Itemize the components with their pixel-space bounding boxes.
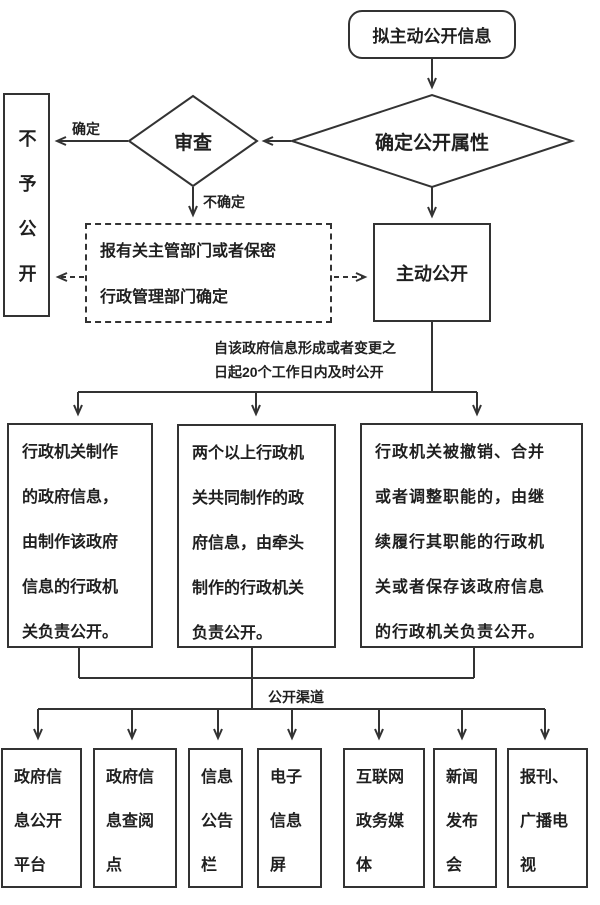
responsibility-node-1: 行政机关制作 的政府信息， 由制作该政府 信息的行政机 关负责公开。 — [7, 423, 153, 648]
start-node: 拟主动公开信息 — [348, 10, 516, 59]
deadline-note-label: 自该政府信息形成或者变更之 日起20个工作日内及时公开 — [214, 340, 396, 380]
channel-node-6: 新闻 发布 会 — [433, 748, 497, 888]
channel-node-5: 互联网 政务媒 体 — [343, 748, 425, 888]
report-confidential-node: 报有关主管部门或者保密 行政管理部门确定 — [85, 223, 332, 323]
channel-node-7: 报刊、 广播电 视 — [507, 748, 588, 888]
uncertain-edge-label: 不确定 — [203, 194, 245, 210]
active-disclosure-node: 主动公开 — [373, 223, 491, 322]
certain-edge-label: 确定 — [72, 121, 100, 137]
responsibility-node-3: 行政机关被撤销、合并 或者调整职能的，由继 续履行其职能的行政机 关或者保存该政… — [360, 423, 583, 648]
decide-attribute-label: 确定公开属性 — [374, 132, 489, 154]
review-diamond — [127, 94, 259, 188]
channel-node-2: 政府信 息查阅 点 — [93, 748, 177, 888]
channel-node-1: 政府信 息公开 平台 — [1, 748, 82, 888]
decide-attribute-diamond — [288, 93, 576, 189]
not-disclose-label: 不予公开 — [16, 128, 37, 309]
not-disclose-node: 不予公开 — [3, 93, 50, 317]
active-disclosure-label: 主动公开 — [396, 263, 468, 284]
responsibility-node-2: 两个以上行政机 关共同制作的政 府信息，由牵头 制作的行政机关 负责公开。 — [177, 424, 336, 648]
review-label: 审查 — [173, 133, 212, 154]
channel-node-4: 电子 信息 屏 — [257, 748, 322, 888]
channels-label: 公开渠道 — [268, 689, 324, 705]
channel-node-3: 信息 公告 栏 — [188, 748, 243, 888]
start-node-label: 拟主动公开信息 — [372, 27, 492, 46]
